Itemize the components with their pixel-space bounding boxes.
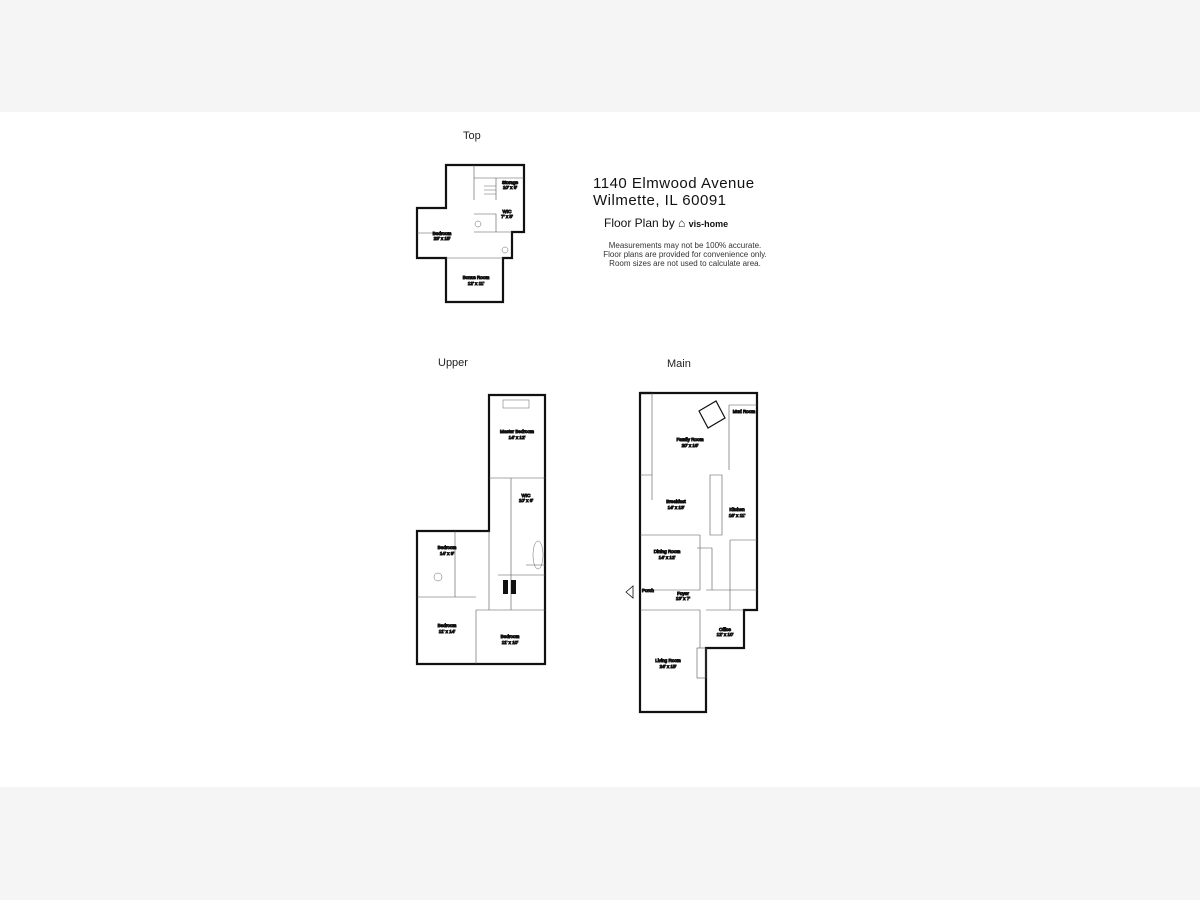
room-top-2-name: WIC [503, 209, 513, 214]
disclaimer: Measurements may not be 100% accurate. F… [585, 241, 785, 268]
room-main-3-size: 16' x 11' [729, 513, 746, 518]
room-upper-0-name: Master Bedroom [500, 429, 534, 434]
byline: Floor Plan by ⌂ vis-home [604, 216, 728, 230]
room-top-2-size: 7' x 5' [501, 214, 513, 219]
room-main-5-name: Foyer [677, 591, 689, 596]
address-line-1: 1140 Elmwood Avenue [593, 175, 755, 192]
floor-plan-sheet [0, 112, 1200, 787]
room-main-3-name: Kitchen [729, 507, 745, 512]
room-main-1-name: Mud Room [733, 409, 756, 414]
room-top-3-size: 12' x 11' [468, 281, 485, 286]
room-upper-2-name: Bedroom [438, 545, 457, 550]
disclaimer-line-2: Floor plans are provided for convenience… [603, 250, 767, 259]
room-main-6-name: Porch [642, 588, 654, 593]
room-top-1-size: 10' x 6' [503, 185, 517, 190]
floor-plan-top: Bedroom 23' x 15' Storage 10' x 6' WIC 7… [415, 163, 526, 304]
room-upper-1-size: 10' x 6' [519, 498, 533, 503]
room-top-0-name: Bedroom [433, 231, 452, 236]
room-upper-3-name: Bedroom [438, 623, 457, 628]
room-main-8-size: 24' x 15' [660, 664, 677, 669]
room-main-0-name: Family Room [676, 437, 703, 442]
room-main-8-name: Living Room [655, 658, 681, 663]
house-logo-icon: ⌂ [678, 216, 686, 230]
room-main-7-size: 12' x 10' [717, 632, 734, 637]
room-main-7-name: Office [719, 627, 731, 632]
room-upper-4-size: 11' x 10' [502, 640, 519, 645]
floor-label-upper: Upper [438, 357, 468, 369]
room-main-2-name: Breakfast [666, 499, 686, 504]
floor-plan-upper: Master Bedroom 14' x 12' WIC 10' x 6' Be… [415, 393, 547, 666]
disclaimer-line-3: Room sizes are not used to calculate are… [609, 259, 761, 268]
byline-text: Floor Plan by [604, 216, 675, 230]
room-main-2-size: 14' x 13' [668, 505, 685, 510]
room-upper-0-size: 14' x 12' [509, 435, 526, 440]
room-main-0-size: 20' x 16' [682, 443, 699, 448]
room-main-5-size: 13' x 7' [676, 596, 690, 601]
floor-label-main: Main [667, 358, 691, 370]
room-upper-2-size: 14' x 9' [440, 551, 454, 556]
room-top-1-name: Storage [502, 180, 519, 185]
floor-label-top: Top [463, 130, 481, 142]
room-main-4-name: Dining Room [654, 549, 681, 554]
room-upper-3-size: 11' x 14' [439, 629, 456, 634]
disclaimer-line-1: Measurements may not be 100% accurate. [608, 241, 762, 250]
room-main-4-size: 14' x 12' [659, 555, 676, 560]
room-upper-1-name: WIC [522, 493, 532, 498]
address-block: 1140 Elmwood Avenue Wilmette, IL 60091 [593, 175, 755, 209]
floor-plan-main: Family Room 20' x 16' Mud Room Breakfast… [625, 391, 759, 714]
brand-logo: vis-home [688, 219, 729, 229]
room-top-3-name: Bonus Room [463, 275, 490, 280]
room-top-0-size: 23' x 15' [434, 236, 451, 241]
room-upper-4-name: Bedroom [501, 634, 520, 639]
address-line-2: Wilmette, IL 60091 [593, 192, 727, 209]
